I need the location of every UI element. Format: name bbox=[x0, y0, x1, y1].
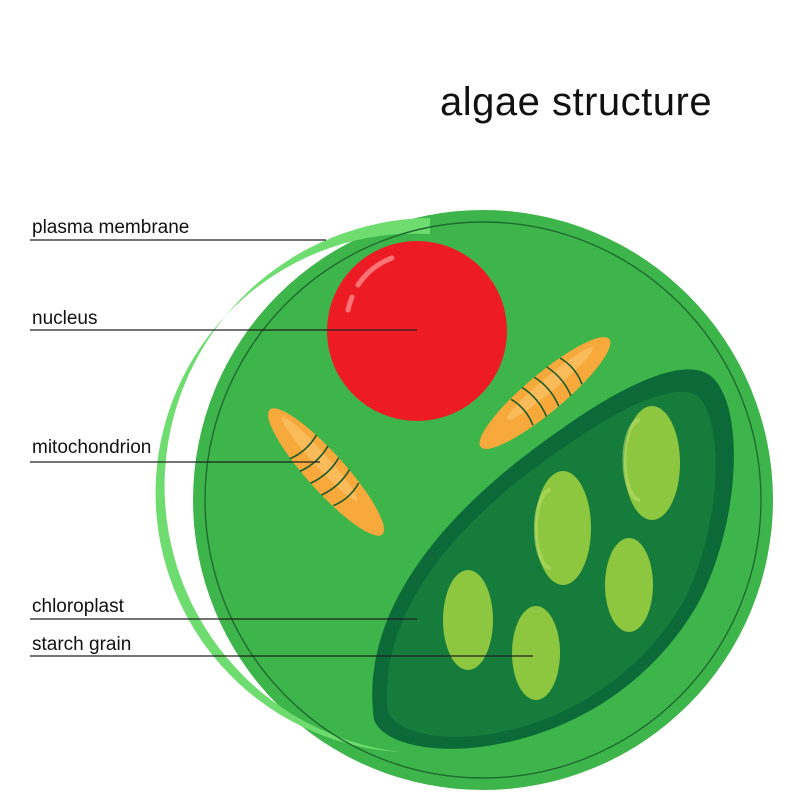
label-nucleus: nucleus bbox=[32, 308, 98, 329]
nucleus bbox=[327, 241, 507, 421]
label-plasma-membrane: plasma membrane bbox=[32, 217, 190, 238]
starch-grains bbox=[443, 406, 680, 700]
diagram-title: algae structure bbox=[440, 80, 713, 124]
label-chloroplast: chloroplast bbox=[32, 596, 124, 617]
mitochondrion-left bbox=[268, 408, 384, 536]
starch-grain bbox=[512, 606, 560, 700]
starch-grain bbox=[624, 406, 680, 520]
plasma-membrane bbox=[204, 221, 762, 779]
starch-grain bbox=[605, 538, 653, 632]
label-starch-grain: starch grain bbox=[32, 634, 132, 655]
leader-lines bbox=[30, 239, 533, 657]
mitochondrion-right bbox=[479, 337, 611, 449]
label-mitochondrion: mitochondrion bbox=[32, 437, 152, 458]
starch-grain bbox=[535, 471, 591, 585]
starch-grain bbox=[443, 570, 493, 670]
